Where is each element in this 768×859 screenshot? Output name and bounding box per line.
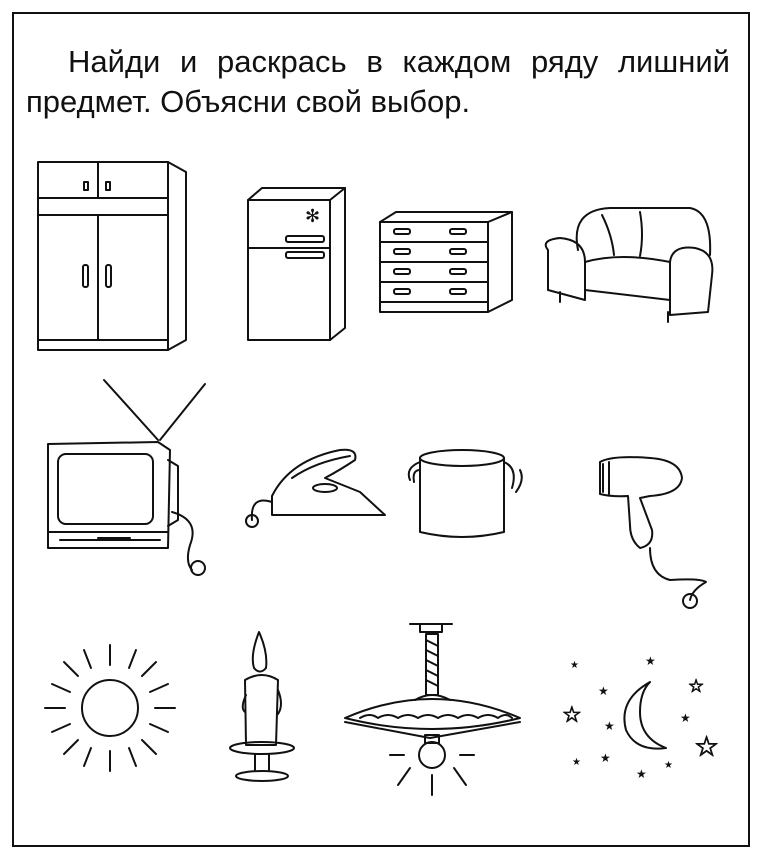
svg-text:★: ★ (636, 767, 647, 781)
iron-picture[interactable] (245, 448, 386, 528)
pot-picture[interactable] (407, 449, 523, 538)
svg-text:★: ★ (604, 719, 615, 733)
ceiling-lamp-picture[interactable] (344, 623, 521, 796)
svg-text:★: ★ (570, 660, 579, 671)
svg-text:☆: ☆ (562, 703, 582, 728)
moon-and-stars-picture[interactable]: ☆ ☆ ☆ ★ ★ ★ ★ ★ ★ ★ ★ ★ (562, 654, 720, 781)
sun-picture[interactable] (44, 644, 176, 772)
svg-text:✻: ✻ (305, 206, 320, 227)
chest-of-drawers-picture[interactable] (379, 211, 513, 313)
armchair-picture[interactable] (544, 207, 714, 323)
svg-text:★: ★ (645, 654, 656, 668)
svg-text:☆: ☆ (688, 676, 704, 697)
svg-text:★: ★ (680, 711, 691, 725)
worksheet-frame (12, 12, 750, 847)
candle-picture[interactable] (229, 631, 295, 782)
svg-text:★: ★ (598, 684, 609, 698)
refrigerator-picture[interactable]: ✻ (247, 187, 346, 341)
task-line-2: предмет. Объясни свой выбор. (26, 84, 471, 119)
task-line-1: Найди и раскрась в каждом ряду лишний (68, 44, 730, 79)
hair-dryer-picture[interactable] (599, 456, 707, 609)
tv-picture[interactable] (47, 379, 206, 576)
svg-text:☆: ☆ (694, 730, 719, 763)
cupboard-picture[interactable] (37, 161, 187, 351)
svg-text:★: ★ (600, 751, 611, 765)
svg-text:★: ★ (664, 760, 673, 771)
task-instructions: Найди и раскрась в каждом ряду лишний пр… (26, 42, 730, 122)
svg-text:★: ★ (572, 757, 581, 768)
